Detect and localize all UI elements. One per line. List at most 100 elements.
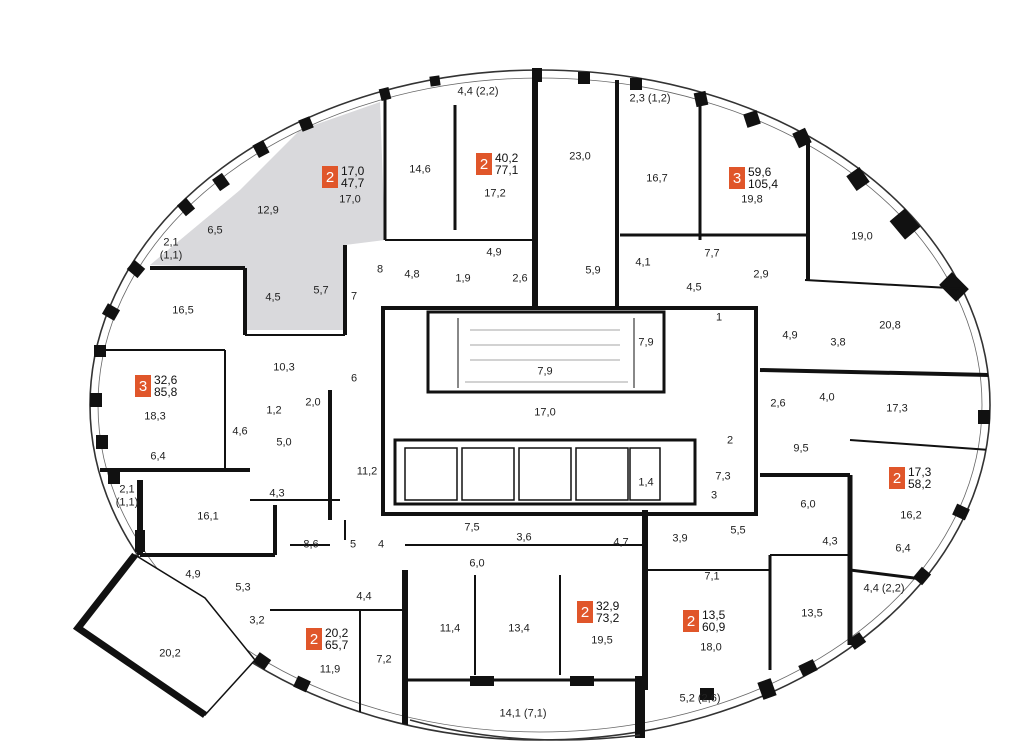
room-area-label: 11,4 [439, 622, 461, 635]
living-area: 20,2 [325, 626, 349, 640]
room-area-label: 7,9 [537, 365, 553, 378]
room-area-label: 5,5 [730, 524, 746, 537]
room-area-label: 5,3 [235, 581, 251, 594]
room-area-label: 7,3 [715, 470, 731, 483]
room-area-label: 7,9 [638, 336, 654, 349]
living-area: 40,2 [495, 151, 519, 165]
room-area-label: 8 [376, 263, 384, 276]
room-area-label: 4,9 [185, 568, 201, 581]
room-count-badge: 2 [889, 467, 905, 489]
room-area-label: 4,4 (2,2) [863, 582, 905, 595]
room-area-label: 17,2 [484, 187, 506, 200]
living-area: 17,3 [908, 465, 932, 479]
room-count-badge: 2 [322, 166, 338, 188]
living-area: 32,6 [154, 373, 178, 387]
room-area-label: 2,6 [512, 272, 528, 285]
room-area-label: 2,1 [119, 483, 135, 496]
room-area-label: 6,4 [150, 450, 166, 463]
room-area-label: 16,5 [172, 304, 194, 317]
room-area-label: 7,2 [376, 653, 392, 666]
room-area-label: 19,8 [741, 193, 763, 206]
living-area: 59,6 [748, 165, 772, 179]
living-area: 17,0 [341, 164, 365, 178]
room-area-label: 16,2 [900, 509, 922, 522]
room-area-label: 4,0 [819, 391, 835, 404]
room-area-label: 12,9 [257, 204, 279, 217]
total-area: 65,7 [325, 638, 349, 652]
room-count-badge: 3 [135, 375, 151, 397]
room-area-label: 6,0 [469, 557, 485, 570]
balcony-bottom [409, 719, 641, 741]
total-area: 77,1 [495, 163, 519, 177]
highlighted-apartment [150, 102, 385, 330]
room-area-label: 20,8 [879, 319, 901, 332]
total-area: 58,2 [908, 477, 932, 491]
room-area-label: 4,1 [635, 256, 651, 269]
room-count-badge: 2 [476, 153, 492, 175]
room-area-label: 6,4 [895, 542, 911, 555]
living-area: 13,5 [702, 608, 726, 622]
room-area-label: 1,9 [455, 272, 471, 285]
total-area: 47,7 [341, 176, 365, 190]
room-area-label: 2,6 [770, 397, 786, 410]
room-area-label: 19,0 [851, 230, 873, 243]
room-area-label: 4,5 [265, 291, 281, 304]
room-area-label: 6,0 [800, 498, 816, 511]
room-area-label: 7 [350, 290, 358, 303]
room-area-label: 4,5 [686, 281, 702, 294]
room-area-label: 14,6 [409, 163, 431, 176]
room-area-label: 5,0 [276, 436, 292, 449]
interior-walls [100, 70, 990, 730]
room-area-label: 2,1 [163, 236, 179, 249]
room-area-label: 7,5 [464, 521, 480, 534]
room-area-label: 5,7 [313, 284, 329, 297]
room-area-label: 4,4 (2,2) [457, 85, 499, 98]
room-area-label: 1,2 [266, 404, 282, 417]
room-area-label: 10,3 [273, 361, 295, 374]
room-area-label: 19,5 [591, 634, 613, 647]
room-area-label: 4,8 [404, 268, 420, 281]
room-area-label: 3,8 [830, 336, 846, 349]
room-area-label: 13,5 [801, 607, 823, 620]
room-count-badge: 2 [577, 601, 593, 623]
room-area-label: 5,9 [585, 264, 601, 277]
room-area-label: 14,1 (7,1) [499, 707, 547, 720]
living-area: 32,9 [596, 599, 620, 613]
room-area-label: 6,5 [207, 224, 223, 237]
room-area-label: 6 [350, 372, 358, 385]
room-area-label: 3 [710, 489, 718, 502]
room-area-label: 4,9 [782, 329, 798, 342]
room-area-label: 4,6 [232, 425, 248, 438]
total-area: 105,4 [748, 177, 779, 191]
room-area-label: 2,9 [753, 268, 769, 281]
room-area-label: 9,5 [793, 442, 809, 455]
room-area-label: (1,1) [159, 249, 183, 262]
room-area-label: 8,6 [303, 538, 319, 551]
total-area: 85,8 [154, 385, 178, 399]
room-area-label: 1 [715, 311, 723, 324]
room-area-label: 4,4 [356, 590, 372, 603]
room-area-label: 3,2 [249, 614, 265, 627]
room-area-label: (1,1) [115, 496, 139, 509]
room-area-label: 17,0 [339, 193, 361, 206]
room-area-label: 4,7 [613, 536, 629, 549]
room-area-label: 11,2 [356, 465, 378, 478]
room-area-label: 1,4 [638, 476, 654, 489]
room-area-label: 3,9 [672, 532, 688, 545]
room-area-label: 7,7 [704, 247, 720, 260]
